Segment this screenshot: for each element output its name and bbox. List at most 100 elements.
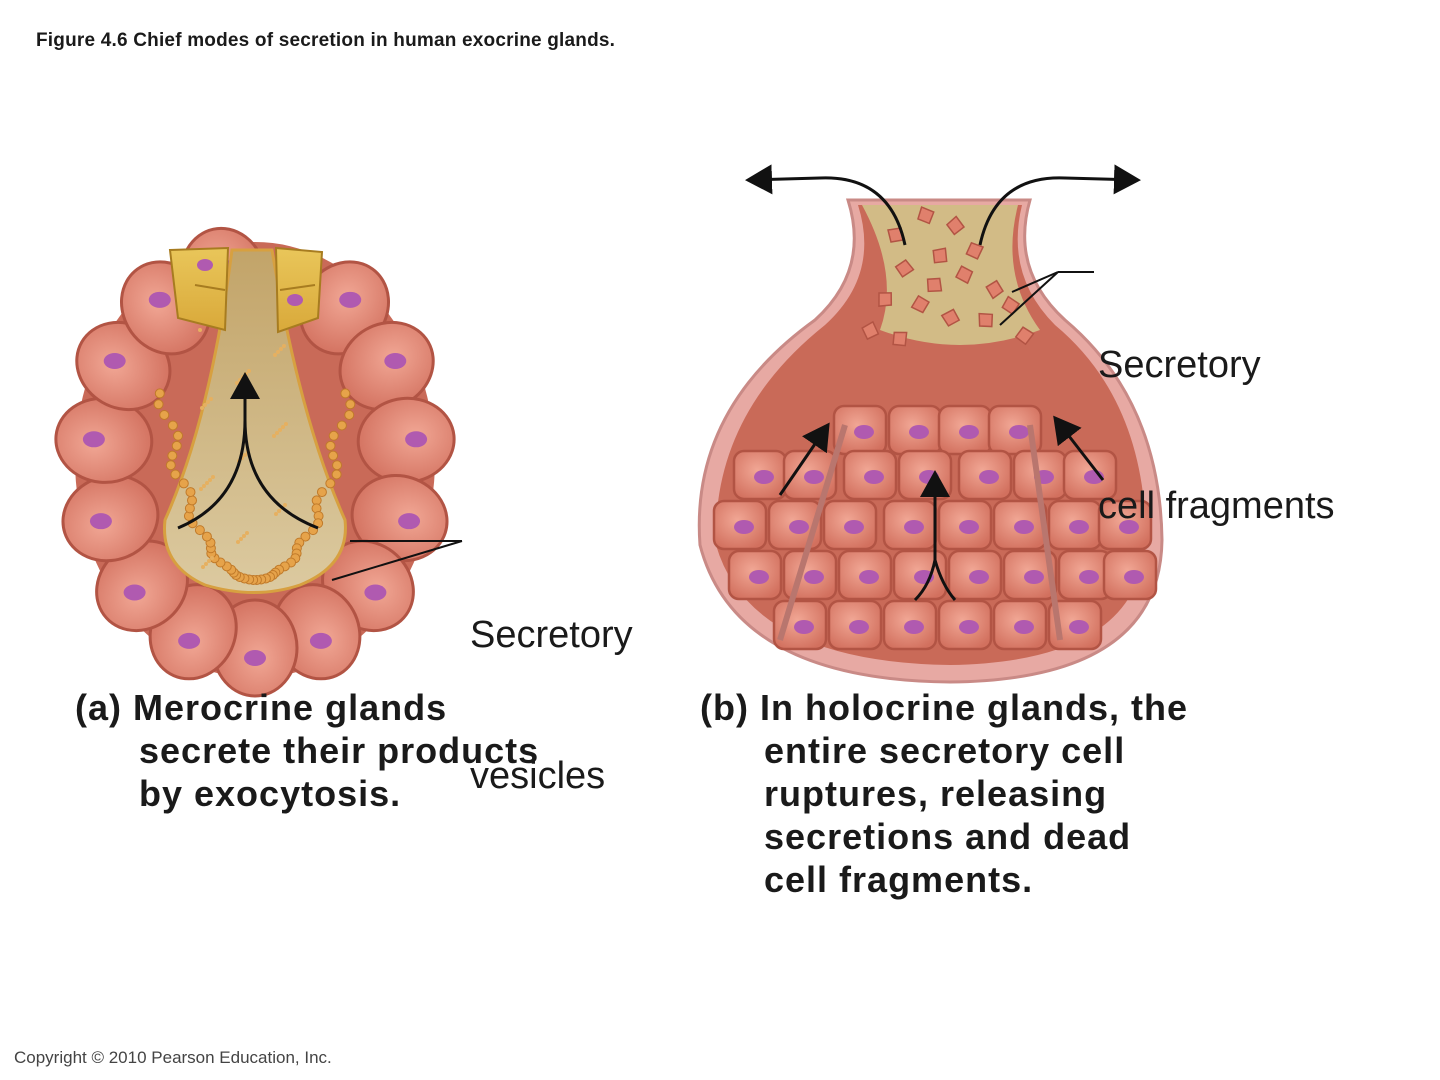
nucleus: [364, 584, 387, 601]
holocrine-cell: [882, 599, 938, 651]
merocrine-gland: [54, 226, 463, 698]
nucleus: [1124, 570, 1144, 584]
merocrine-caption-marker: (a): [75, 687, 122, 728]
figure-title: Figure 4.6 Chief modes of secretion in h…: [36, 30, 616, 51]
holocrine-cell: [827, 599, 883, 651]
holocrine-partitions: [777, 424, 1063, 641]
nucleus: [405, 431, 428, 448]
nucleus: [754, 470, 774, 484]
nucleus: [979, 470, 999, 484]
holocrine-cell: [767, 499, 823, 551]
holocrine-cell: [842, 449, 898, 501]
holocrine-cell: [992, 499, 1048, 551]
holocrine-outflow-arrows: [745, 164, 1141, 246]
holocrine-caption-line-5: cell fragments.: [764, 859, 1034, 900]
nucleus: [844, 520, 864, 534]
holocrine-cell: [727, 549, 783, 601]
holocrine-cell: [1047, 499, 1103, 551]
nucleus: [82, 431, 105, 448]
holocrine-cell: [1062, 449, 1118, 501]
holocrine-gland: [697, 164, 1164, 684]
holocrine-caption-line-3: ruptures, releasing: [764, 773, 1108, 814]
secretory-vesicles-leaders: [331, 540, 463, 581]
holocrine-cell: [937, 499, 993, 551]
nucleus: [734, 520, 754, 534]
nucleus: [1024, 570, 1044, 584]
copyright-notice: Copyright © 2010 Pearson Education, Inc.: [14, 1048, 332, 1067]
merocrine-duct-cells: [168, 246, 324, 334]
nucleus: [969, 570, 989, 584]
nucleus: [794, 620, 814, 634]
merocrine-caption-line-3: by exocytosis.: [139, 773, 402, 814]
holocrine-cell: [937, 404, 993, 456]
merocrine-caption-line-2: secrete their products: [139, 730, 540, 771]
secretory-cell-fragments: [861, 206, 1035, 347]
holocrine-cell: [1102, 549, 1158, 601]
nucleus: [123, 584, 146, 601]
holocrine-caption: (b) In holocrine glands, the entire secr…: [700, 686, 1188, 901]
secretory-vesicles-label-line-2: vesicles: [470, 755, 606, 797]
nucleus: [148, 291, 171, 308]
holocrine-caption-line-2: entire secretory cell: [764, 730, 1126, 771]
holocrine-cell: [887, 404, 943, 456]
holocrine-cell: [957, 449, 1013, 501]
holocrine-cell: [732, 449, 788, 501]
nucleus: [804, 470, 824, 484]
nucleus: [864, 470, 884, 484]
holocrine-cell: [882, 499, 938, 551]
holocrine-cell: [822, 499, 878, 551]
merocrine-caption-line-1: (a) Merocrine glands: [75, 687, 448, 728]
holocrine-cell: [1097, 499, 1153, 551]
nucleus: [384, 353, 407, 369]
nucleus: [904, 520, 924, 534]
nucleus: [909, 425, 929, 439]
nucleus: [1069, 520, 1089, 534]
nucleus: [103, 353, 126, 369]
nucleus: [749, 570, 769, 584]
holocrine-cell: [892, 549, 948, 601]
nucleus: [89, 513, 112, 530]
secretory-cell-fragments-label-line-2: cell fragments: [1098, 485, 1335, 527]
holocrine-cell: [1002, 549, 1058, 601]
holocrine-cell: [937, 599, 993, 651]
holocrine-cell: [897, 449, 953, 501]
nucleus: [1119, 520, 1139, 534]
holocrine-cell: [712, 499, 768, 551]
nucleus: [309, 632, 332, 649]
nucleus: [849, 620, 869, 634]
secretory-cell-fragments-leaders: [999, 271, 1094, 326]
holocrine-caption-line-4: secretions and dead: [764, 816, 1132, 857]
nucleus: [1014, 620, 1034, 634]
holocrine-cell: [987, 404, 1043, 456]
holocrine-neck-lumen: [862, 205, 1040, 345]
nucleus: [804, 570, 824, 584]
merocrine-cell: [350, 473, 449, 563]
holocrine-cell: [947, 549, 1003, 601]
secretory-vesicles-label-line-1: Secretory: [470, 614, 633, 656]
secretory-cell-fragments-label-line-1: Secretory: [1098, 344, 1261, 386]
holocrine-cell: [837, 549, 893, 601]
holocrine-caption-marker: (b): [700, 687, 749, 728]
nucleus: [854, 425, 874, 439]
nucleus: [904, 620, 924, 634]
secretory-cell-fragments-label: Secretory cell fragments: [1098, 248, 1335, 577]
holocrine-caption-line-1: (b) In holocrine glands, the: [700, 687, 1189, 728]
nucleus: [959, 620, 979, 634]
nucleus: [959, 425, 979, 439]
nucleus: [789, 520, 809, 534]
holocrine-cell: [992, 599, 1048, 651]
nucleus: [398, 513, 421, 530]
nucleus: [339, 291, 362, 308]
secretory-vesicles: [153, 328, 356, 585]
nucleus: [1014, 520, 1034, 534]
nucleus: [244, 650, 266, 666]
nucleus: [178, 632, 201, 649]
nucleus: [859, 570, 879, 584]
merocrine-caption: (a) Merocrine glands secrete their produ…: [75, 686, 539, 815]
nucleus: [1079, 570, 1099, 584]
nucleus: [959, 520, 979, 534]
holocrine-cell-migration-arrows: [778, 415, 1105, 602]
secretory-vesicles-label: Secretory vesicles: [470, 518, 633, 847]
nucleus: [1069, 620, 1089, 634]
